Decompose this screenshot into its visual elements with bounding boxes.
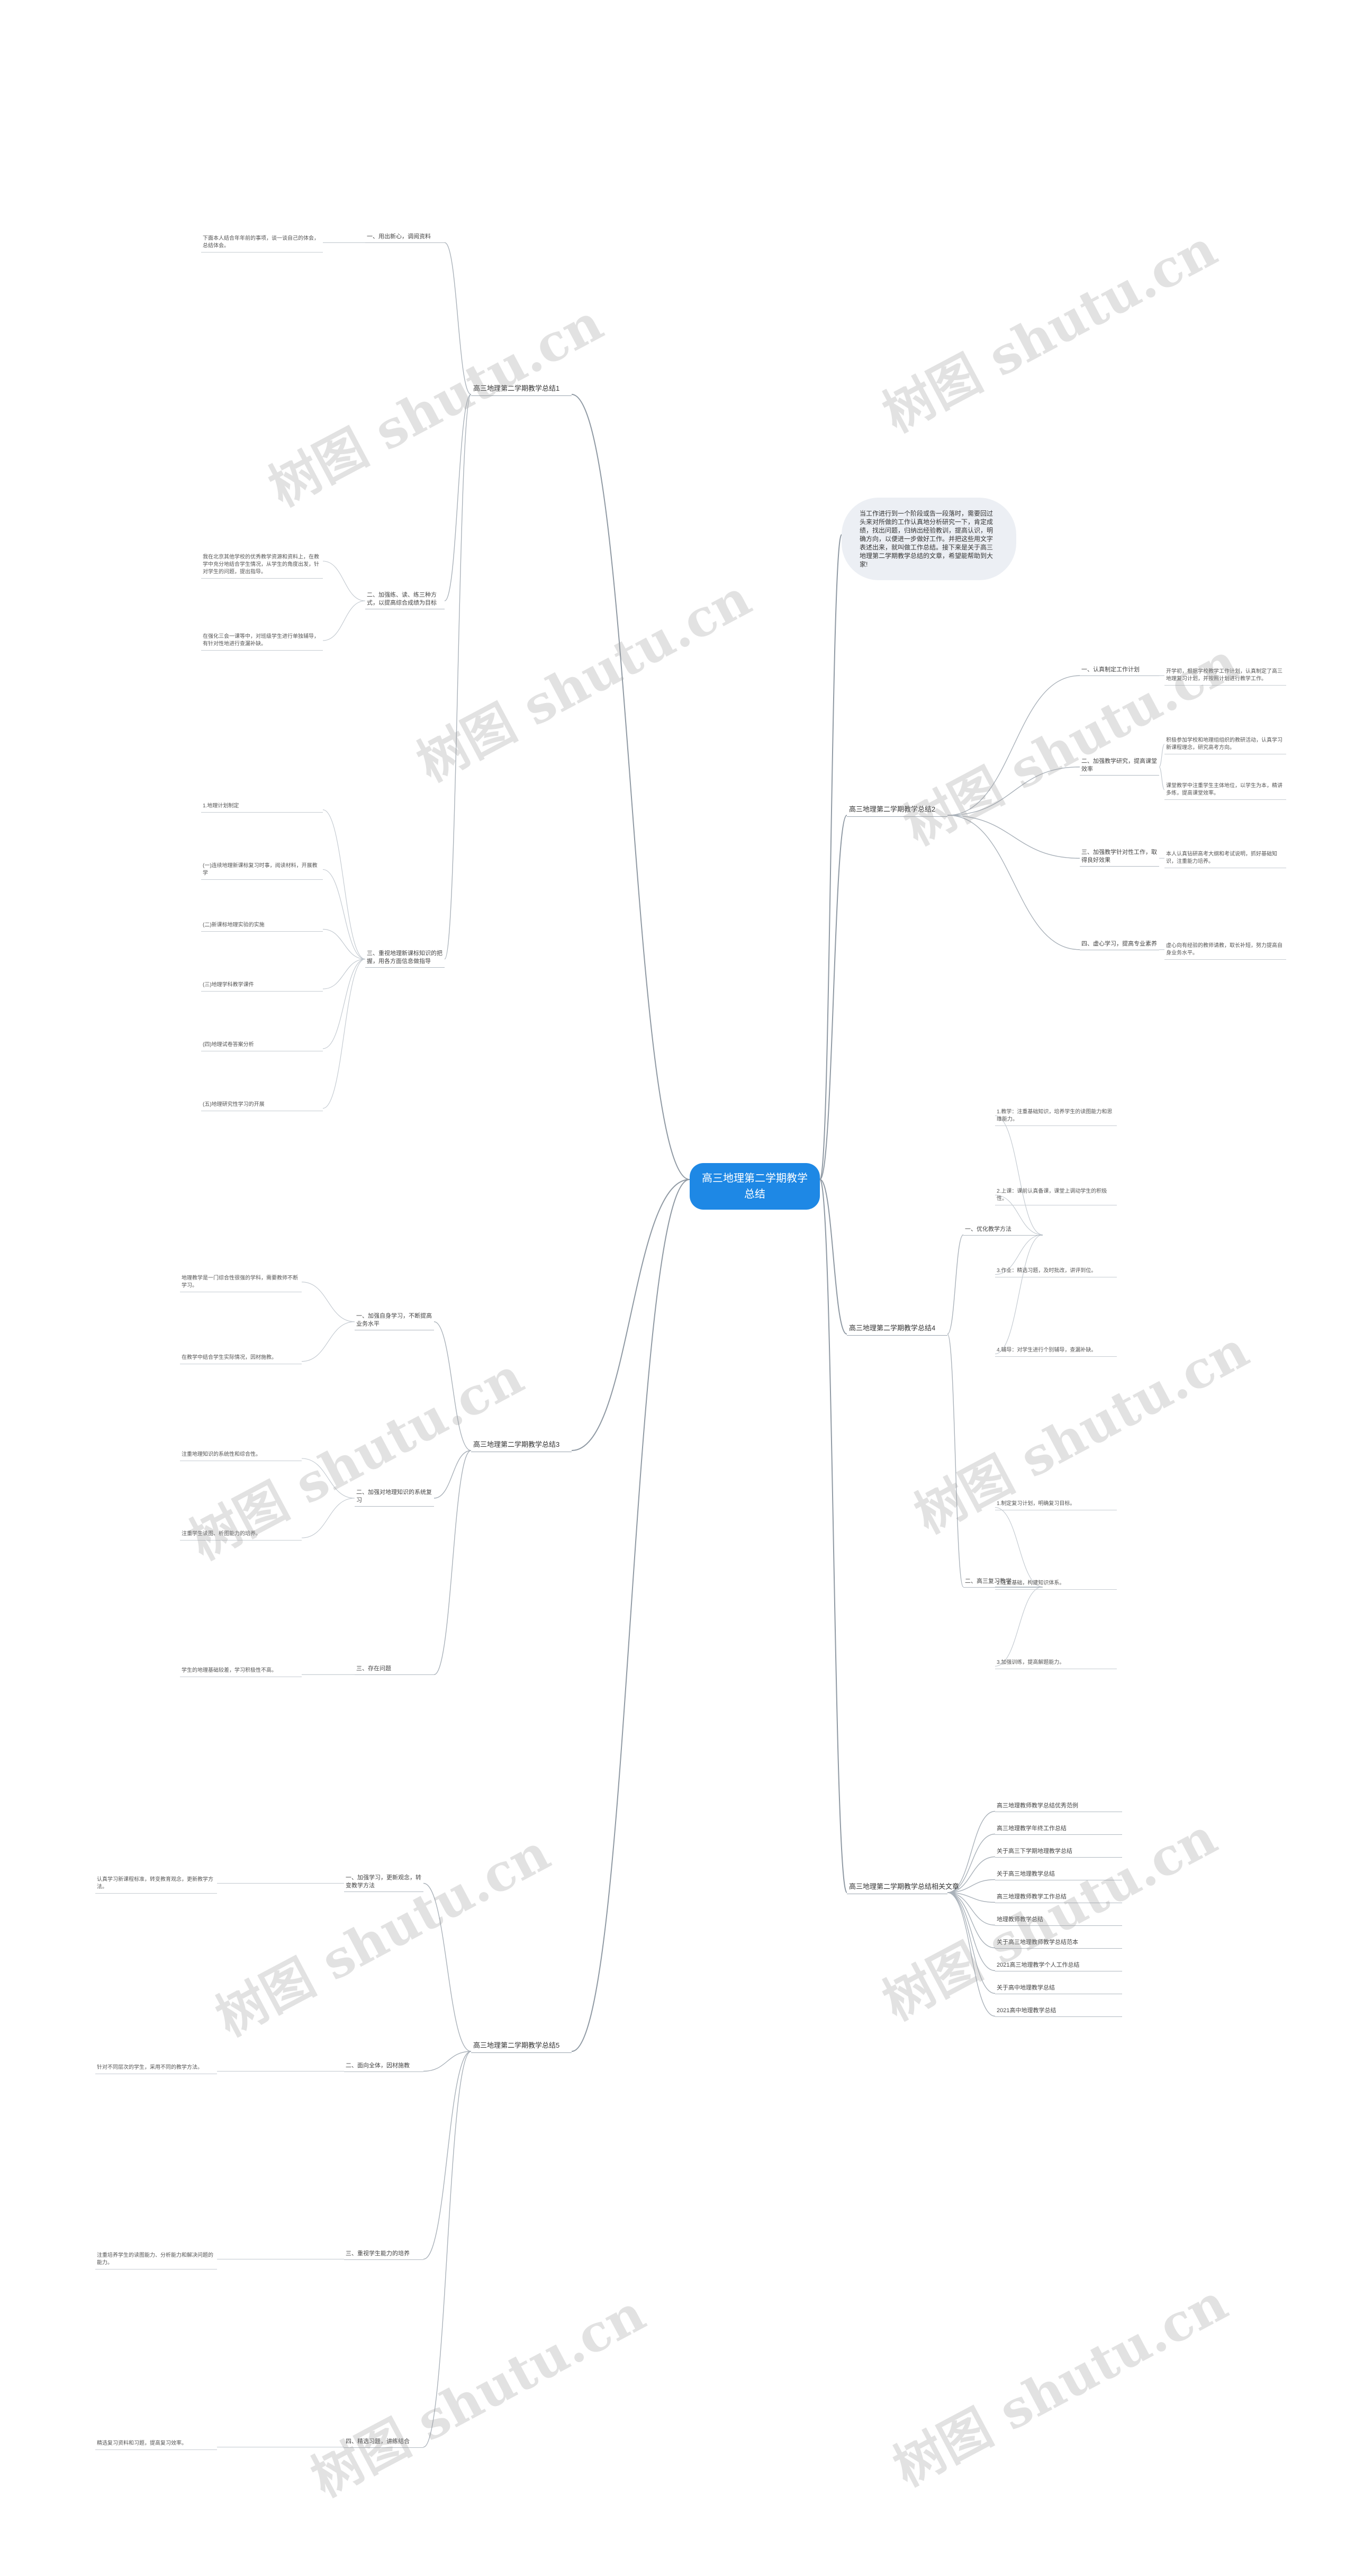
branch-6-topic-3[interactable]: 关于高三下学期地理教学总结 xyxy=(995,1848,1122,1858)
branch-2-topic-3-detail-1: 本人认真钻研高考大纲和考试说明，抓好基础知识，注重能力培养。 xyxy=(1164,851,1286,869)
branch-1-topic-1[interactable]: 一、用出新心，调阅资料 xyxy=(365,233,445,244)
branch-1-topic-3[interactable]: 三、重视地理新课标知识的把握，用各方面信息做指导 xyxy=(365,950,445,968)
branch-4-topic-2-detail-1: 注重地理知识的系统性和综合性。 xyxy=(180,1451,302,1461)
branch-1-topic-3-detail-6: (五)地理研究性学习的开展 xyxy=(201,1101,323,1111)
branch-2-topic-2-detail-1: 积极参加学校和地理组组织的教研活动，认真学习新课程理念，研究高考方向。 xyxy=(1164,737,1286,754)
branch-6-topic-4[interactable]: 关于高三地理教学总结 xyxy=(995,1870,1122,1880)
branch-4-topic-1-detail-2: 在教学中结合学生实际情况，因材施教。 xyxy=(180,1354,302,1364)
branch-2-topic-2-detail-2: 课堂教学中注重学生主体地位，以学生为本，精讲多练，提高课堂效率。 xyxy=(1164,782,1286,800)
branch-1-topic-2-detail-1: 我在北京其他学校的优秀教学资源和资料上，在教学中充分地结合学生情况，从学生的角度… xyxy=(201,554,323,579)
branch-4-topic-1[interactable]: 一、加强自身学习，不断提高业务水平 xyxy=(355,1312,434,1330)
branch-4-topic-2-detail-2: 注重学生读图、析图能力的培养。 xyxy=(180,1530,302,1541)
branch-5-topic-3[interactable]: 三、重视学生能力的培养 xyxy=(344,2250,423,2260)
branch-3[interactable]: 高三地理第二学期教学总结4 xyxy=(847,1323,947,1336)
branch-1-topic-3-detail-3: (二)新课标地理实验的实施 xyxy=(201,922,323,932)
branch-6-topic-2[interactable]: 高三地理教学年终工作总结 xyxy=(995,1825,1122,1835)
branch-4-topic-2[interactable]: 二、加强对地理知识的系统复习 xyxy=(355,1489,434,1507)
branch-6-topic-5[interactable]: 高三地理教师教学工作总结 xyxy=(995,1893,1122,1903)
branch-5-topic-4-detail-1: 精选复习资料和习题，提高复习效率。 xyxy=(95,2440,217,2450)
branch-3-topic-2[interactable]: 二、高三复习教学 xyxy=(963,1578,1043,1588)
branch-5-topic-2[interactable]: 二、面向全体，因材施教 xyxy=(344,2062,423,2072)
branch-6-topic-7[interactable]: 关于高三地理教师教学总结范本 xyxy=(995,1939,1122,1949)
branch-2-topic-1-detail-1: 开学初，根据学校教学工作计划，认真制定了高三地理复习计划，并按照计划进行教学工作… xyxy=(1164,668,1286,686)
branch-6-topic-6[interactable]: 地理教师教学总结 xyxy=(995,1916,1122,1926)
central-topic[interactable]: 高三地理第二学期教学总结 xyxy=(690,1163,820,1210)
branch-4-topic-3[interactable]: 三、存在问题 xyxy=(355,1665,434,1676)
branch-4-topic-1-detail-1: 地理教学是一门综合性很强的学科，需要教师不断学习。 xyxy=(180,1275,302,1292)
branch-3-topic-1-detail-3: 3.作业：精选习题，及时批改，讲评到位。 xyxy=(995,1267,1117,1277)
branch-3-topic-2-detail-2: 2.注重基础，构建知识体系。 xyxy=(995,1580,1117,1590)
branch-1-topic-3-detail-4: (三)地理学科教学课件 xyxy=(201,981,323,992)
branch-6-topic-1[interactable]: 高三地理教师教学总结优秀范例 xyxy=(995,1802,1122,1812)
branch-5-topic-2-detail-1: 针对不同层次的学生，采用不同的教学方法。 xyxy=(95,2064,217,2074)
branch-2-topic-4[interactable]: 四、虚心学习，提高专业素养 xyxy=(1080,940,1159,950)
branch-1-topic-2-detail-2: 在强化三会一课等中，对班级学生进行单独辅导，有针对性地进行查漏补缺。 xyxy=(201,633,323,651)
branch-3-topic-1[interactable]: 一、优化教学方法 xyxy=(963,1226,1043,1236)
branch-3-topic-1-detail-4: 4.辅导：对学生进行个别辅导，查漏补缺。 xyxy=(995,1347,1117,1357)
branch-6[interactable]: 高三地理第二学期教学总结相关文章 xyxy=(847,1882,959,1894)
branch-3-topic-1-detail-2: 2.上课：课前认真备课，课堂上调动学生的积极性。 xyxy=(995,1188,1117,1205)
branch-6-topic-9[interactable]: 关于高中地理教学总结 xyxy=(995,1984,1122,1994)
branch-1-topic-3-detail-5: (四)地理试卷答案分析 xyxy=(201,1041,323,1051)
branch-1-topic-3-detail-1: 1.地理计划制定 xyxy=(201,803,323,813)
branch-2[interactable]: 高三地理第二学期教学总结2 xyxy=(847,805,947,817)
branch-3-topic-2-detail-3: 3.加强训练，提高解题能力。 xyxy=(995,1659,1117,1669)
branch-5-topic-1-detail-1: 认真学习新课程标准，转变教育观念，更新教学方法。 xyxy=(95,1876,217,1894)
branch-5[interactable]: 高三地理第二学期教学总结5 xyxy=(471,2041,572,2053)
branch-6-topic-10[interactable]: 2021高中地理教学总结 xyxy=(995,2007,1122,2017)
branch-2-topic-1[interactable]: 一、认真制定工作计划 xyxy=(1080,666,1159,677)
branch-4-topic-3-detail-1: 学生的地理基础较差，学习积极性不高。 xyxy=(180,1667,302,1678)
branch-1[interactable]: 高三地理第二学期教学总结1 xyxy=(471,384,572,396)
branch-2-topic-3[interactable]: 三、加强教学针对性工作，取得良好效果 xyxy=(1080,849,1159,867)
branch-5-topic-3-detail-1: 注重培养学生的读图能力、分析能力和解决问题的能力。 xyxy=(95,2252,217,2269)
branch-3-topic-1-detail-1: 1.教学：注重基础知识，培养学生的读图能力和思维能力。 xyxy=(995,1109,1117,1126)
branch-6-topic-8[interactable]: 2021高三地理教学个人工作总结 xyxy=(995,1961,1122,1971)
branch-1-topic-1-detail-1: 下面本人结合年年前的事项，谈一谈自己的体会，总结体会。 xyxy=(201,235,323,253)
branch-1-topic-3-detail-2: (一)连续地理新课标复习时事，阅读材料，开展教学 xyxy=(201,862,323,880)
branch-3-topic-2-detail-1: 1.制定复习计划，明确复习目标。 xyxy=(995,1500,1117,1510)
branch-5-topic-4[interactable]: 四、精选习题，讲练结合 xyxy=(344,2438,423,2448)
branch-1-topic-2[interactable]: 二、加强练、读、练三种方式，以提高综合成绩为目标 xyxy=(365,591,445,609)
intro-summary: 当工作进行到一个阶段或告一段落时，需要回过头来对所做的工作认真地分析研究一下，肯… xyxy=(842,498,1016,580)
branch-4[interactable]: 高三地理第二学期教学总结3 xyxy=(471,1440,572,1452)
branch-2-topic-4-detail-1: 虚心向有经验的教师请教，取长补短，努力提高自身业务水平。 xyxy=(1164,942,1286,960)
branch-2-topic-2[interactable]: 二、加强教学研究，提高课堂效率 xyxy=(1080,758,1159,776)
branch-5-topic-1[interactable]: 一、加强学习，更新观念，转变教学方法 xyxy=(344,1874,423,1892)
